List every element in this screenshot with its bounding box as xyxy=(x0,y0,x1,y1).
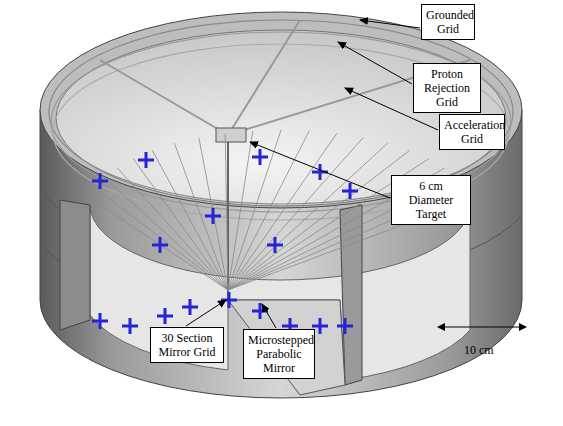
section-line xyxy=(228,131,309,290)
section-line xyxy=(174,143,228,290)
section-line xyxy=(225,133,228,290)
section-line xyxy=(97,189,228,290)
plus-mark xyxy=(92,313,108,329)
label-text: Acceleration Grid xyxy=(444,118,500,146)
wall-band xyxy=(40,185,60,210)
acceleration-grid-ring xyxy=(53,44,509,220)
section-line xyxy=(133,159,228,290)
label-text: 30 Section Mirror Grid xyxy=(155,331,219,359)
label-text: Microstepped Parabolic Mirror xyxy=(248,333,310,375)
section-line xyxy=(228,150,410,290)
leader-line xyxy=(338,42,412,84)
label-box: Proton Rejection Grid xyxy=(413,63,481,113)
label-box: 30 Section Mirror Grid xyxy=(150,327,224,363)
label-text: Proton Rejection Grid xyxy=(418,67,476,109)
scale-bar xyxy=(440,327,524,328)
cut-face-left xyxy=(60,200,90,330)
plus-mark xyxy=(152,237,168,253)
section-line xyxy=(117,168,228,290)
wall-band xyxy=(40,240,60,262)
leader-line xyxy=(360,20,420,28)
wall-band xyxy=(470,215,522,250)
label-text: Grounded Grid xyxy=(426,8,470,36)
section-line xyxy=(152,150,228,290)
section-line xyxy=(199,138,228,291)
label-box: Grounded Grid xyxy=(421,4,475,40)
leader-line xyxy=(262,304,276,328)
section-line xyxy=(93,200,228,290)
label-box: Acceleration Grid xyxy=(439,114,505,150)
cut-face-floor xyxy=(228,300,345,395)
label-box: 6 cm Diameter Target xyxy=(391,175,471,225)
dimension-label: 10 cm xyxy=(464,343,494,357)
plus-mark xyxy=(182,299,198,315)
plus-mark xyxy=(157,308,173,324)
leader-line xyxy=(250,142,390,198)
positive-charges xyxy=(92,149,358,334)
leader-line xyxy=(186,300,226,326)
plus-mark xyxy=(337,318,353,334)
plus-mark xyxy=(138,152,154,168)
scale-arrowheads xyxy=(437,323,527,331)
plus-mark xyxy=(122,318,138,334)
label-box: Microstepped Parabolic Mirror xyxy=(243,329,315,379)
plus-mark xyxy=(221,292,237,308)
plus-mark xyxy=(92,173,108,189)
plus-mark xyxy=(267,237,283,253)
target-disk xyxy=(216,128,246,142)
plus-mark xyxy=(252,149,268,165)
plus-mark xyxy=(342,183,358,199)
plus-mark xyxy=(205,208,221,224)
label-text: 6 cm Diameter Target xyxy=(396,179,466,221)
